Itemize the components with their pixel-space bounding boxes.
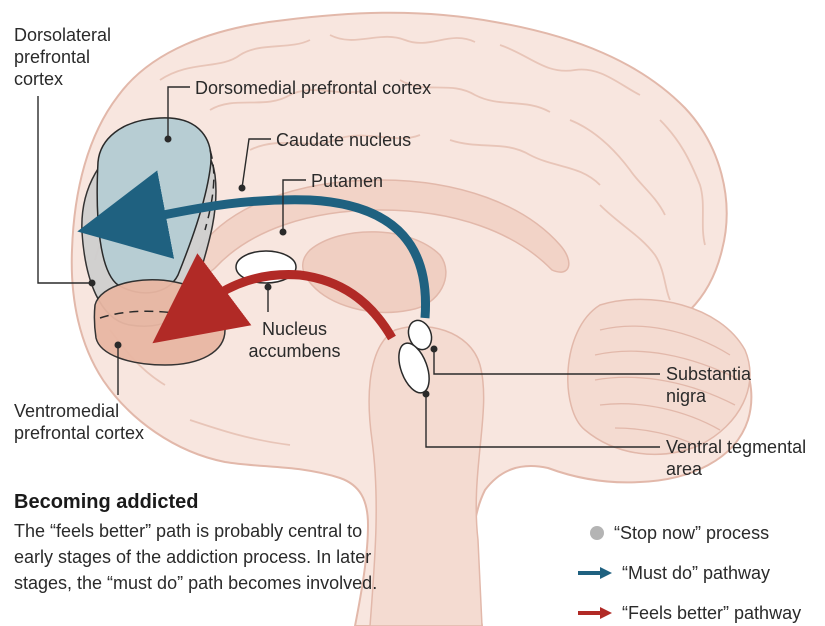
legend-label: “Must do” pathway	[622, 563, 770, 584]
label-dorsolateral: Dorsolateral prefrontal cortex	[14, 24, 134, 90]
legend-feels-better: “Feels better” pathway	[578, 600, 801, 626]
label-putamen: Putamen	[311, 170, 383, 192]
legend-label: “Feels better” pathway	[622, 603, 801, 624]
red-arrow-icon	[578, 606, 612, 620]
label-vta: Ventral tegmental area	[666, 436, 816, 480]
caption-body: The “feels better” path is probably cent…	[14, 518, 384, 596]
legend-stop-now: “Stop now” process	[578, 520, 769, 546]
label-dorsomedial: Dorsomedial prefrontal cortex	[195, 77, 431, 99]
blue-arrow-icon	[578, 566, 612, 580]
label-ventromedial: Ventromedial prefrontal cortex	[14, 400, 174, 444]
label-caudate: Caudate nucleus	[276, 129, 411, 151]
legend-must-do: “Must do” pathway	[578, 560, 770, 586]
label-substantia-nigra: Substantia nigra	[666, 363, 776, 407]
label-nucleus-accumbens: Nucleus accumbens	[232, 318, 357, 362]
caption-title: Becoming addicted	[14, 491, 198, 514]
gray-dot-icon	[590, 526, 604, 540]
legend-label: “Stop now” process	[614, 523, 769, 544]
